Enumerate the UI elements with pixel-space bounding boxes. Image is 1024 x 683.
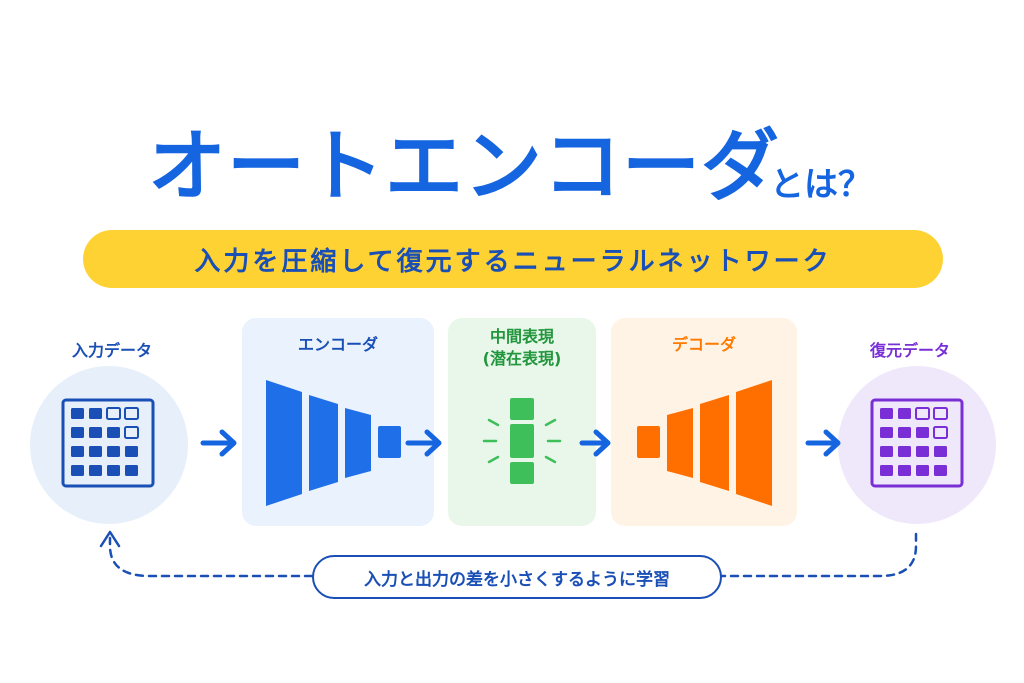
latent-label-line2: (潜在表現) [482, 349, 562, 368]
subtitle-banner: 入力を圧縮して復元するニューラルネットワーク [83, 230, 943, 288]
decoder-layer-2 [667, 408, 693, 478]
output-grid-icon [870, 398, 964, 488]
decoder-layer-1 [637, 426, 660, 458]
arrow-right-icon [579, 429, 611, 457]
latent-panel [448, 318, 596, 526]
decoder-blocks [637, 380, 772, 506]
output-data-circle [838, 366, 996, 524]
page-title: オートエンコーダ [148, 122, 781, 212]
subtitle-text: 入力を圧縮して復元するニューラルネットワーク [194, 246, 832, 277]
input-data-circle [30, 366, 188, 524]
latent-label: 中間表現 (潜在表現) [448, 326, 596, 370]
decoder-layer-4 [736, 380, 772, 506]
feedback-label: 入力と出力の差を小さくするように学習 [364, 569, 670, 590]
arrow-right-icon [200, 429, 237, 457]
latent-label-line1: 中間表現 [489, 327, 554, 346]
dashed-loop-arrow-icon [108, 532, 918, 578]
sparkle-icon [482, 418, 562, 464]
encoder-blocks [266, 380, 401, 506]
input-grid-icon [61, 398, 155, 488]
page-title-suffix: とは？ [770, 165, 872, 205]
arrow-right-icon [805, 429, 841, 457]
encoder-layer-1 [266, 380, 302, 506]
input-data-label: 入力データ [71, 341, 152, 360]
output-data-label: 復元データ [869, 341, 950, 360]
latent-vector [510, 398, 534, 484]
encoder-layer-3 [345, 408, 371, 478]
feedback-label-box: 入力と出力の差を小さくするように学習 [312, 555, 722, 599]
decoder-label: デコーダ [671, 335, 736, 354]
loop-arrowhead-icon [99, 530, 121, 548]
arrow-right-icon [405, 429, 442, 457]
encoder-layer-4 [378, 426, 401, 458]
decoder-layer-3 [700, 395, 729, 491]
encoder-layer-2 [309, 395, 338, 491]
encoder-label: エンコーダ [297, 335, 378, 354]
